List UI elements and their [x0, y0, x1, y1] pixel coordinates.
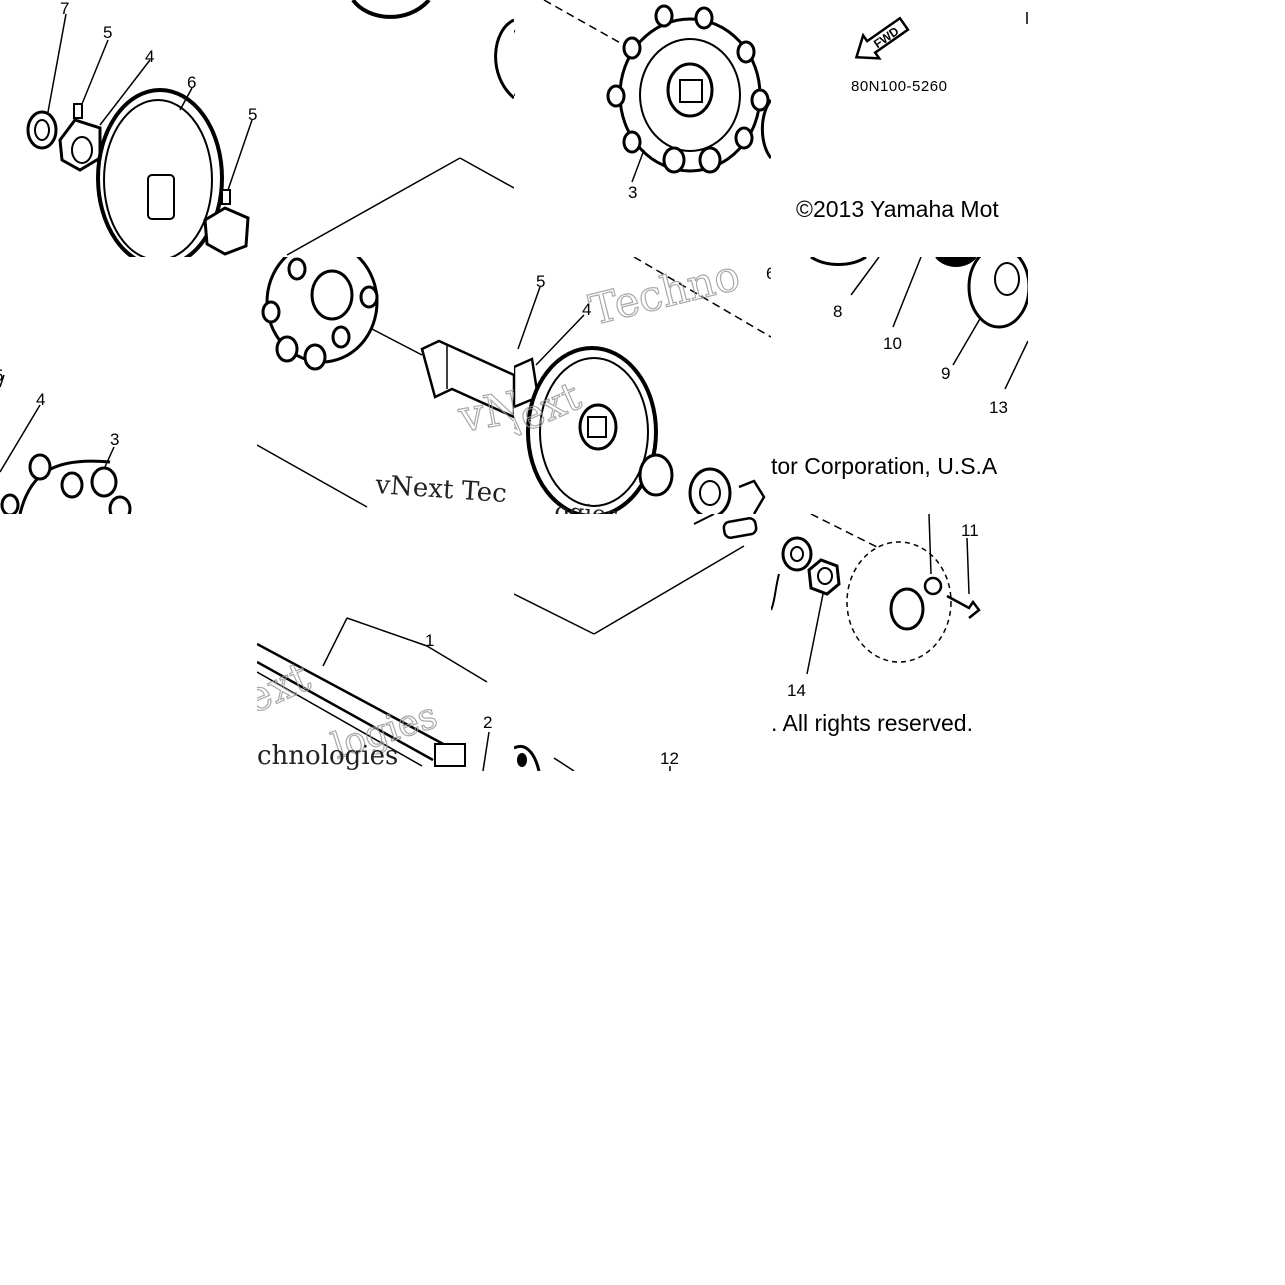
tile-lower-strip: 12 — [514, 728, 771, 771]
tile-left-sprocket: 5 4 3 — [0, 257, 257, 514]
callout-14: 14 — [787, 681, 806, 700]
sprocket-drawing: 3 — [514, 0, 771, 202]
callout-1: 1 — [425, 631, 434, 650]
copyright-text: ©2013 Yamaha Mot — [796, 196, 999, 222]
callout-11: 11 — [961, 521, 979, 540]
tile-hub-parts-lower: 11 14 . All rights reserved. — [771, 514, 1028, 771]
tile-pulley-exploded-left: 7 5 4 6 5 — [0, 0, 257, 257]
forward-arrow-icon: FWD — [854, 16, 910, 60]
callout-7: 7 — [60, 0, 69, 18]
wheel-center-drawing: 5 4 Techno vNext ogies 6 — [514, 257, 771, 514]
callout-5: 5 — [248, 105, 257, 124]
sprocket-shaft-drawing: vNext Tec vNext — [257, 257, 514, 509]
hub-drawing: 11 14 — [771, 514, 981, 700]
callout-9: 9 — [941, 364, 950, 383]
watermark-text: chnologies — [257, 741, 398, 771]
copyright-text: . All rights reserved. — [771, 710, 973, 736]
tile-fwd-and-copyright: FWD 80N100-5260 ©2013 Yamaha Mot — [771, 0, 1028, 257]
callout-6: 6 — [187, 73, 196, 92]
callout-3: 3 — [628, 183, 637, 202]
tile-sprocket-and-shaft: vNext Tec vNext — [257, 257, 514, 514]
callout-3: 3 — [110, 430, 119, 449]
callout-4: 4 — [145, 47, 154, 66]
tile-hub-parts-upper: 8 10 9 13 tor Corporation, U.S.A — [771, 257, 1028, 514]
part-number: 80N100-5260 — [851, 78, 948, 95]
callout-6: 6 — [766, 264, 771, 283]
callout-5: 5 — [536, 272, 545, 291]
tile-lower-fragment — [514, 771, 771, 1028]
callout-12: 12 — [660, 749, 679, 768]
tile-outline-top — [257, 0, 514, 257]
tile-wheel-center: 5 4 Techno vNext ogies 6 — [514, 257, 771, 514]
watermark-text: ogies — [554, 497, 620, 514]
copyright-text: tor Corporation, U.S.A — [771, 453, 998, 479]
callout-5: 5 — [0, 366, 3, 385]
wheel-part — [96, 88, 224, 257]
callout-4: 4 — [582, 300, 591, 319]
tile-shaft-lower: 1 2 ext logies chnologies — [257, 514, 514, 771]
tile-sprocket-upper: 3 — [514, 0, 771, 257]
pulley-assembly-drawing: 7 5 4 6 5 — [26, 0, 257, 257]
callout-2: 2 — [483, 713, 492, 732]
watermark-text: vNext Tec — [374, 470, 508, 509]
callout-13: 13 — [989, 398, 1008, 417]
callout-10: 10 — [883, 334, 902, 353]
drive-shaft-drawing: 1 2 ext logies chnologies — [257, 617, 492, 771]
watermark-text: Techno — [585, 257, 745, 335]
callout-4: 4 — [36, 390, 45, 409]
callout-5: 5 — [103, 23, 112, 42]
callout-8: 8 — [833, 302, 842, 321]
